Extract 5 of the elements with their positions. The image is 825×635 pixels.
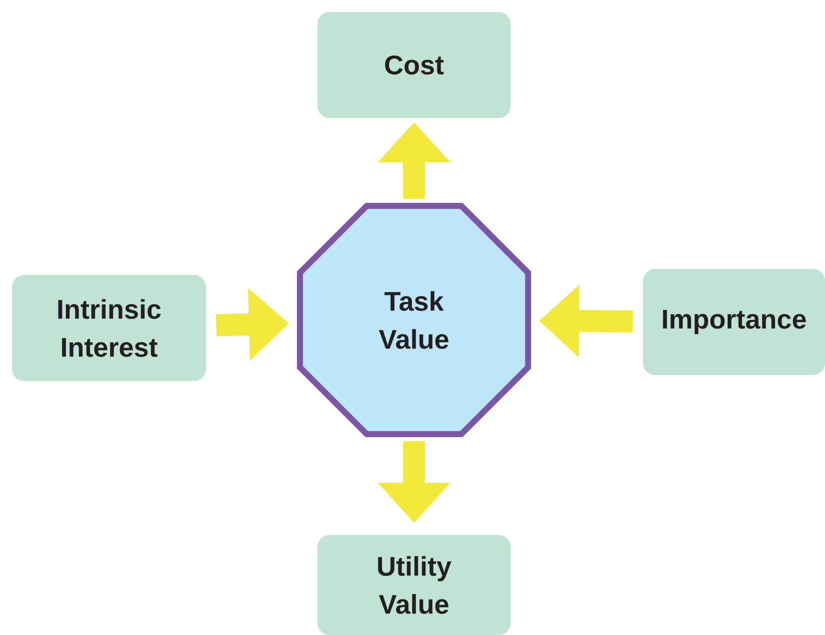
- process-box: Utility Value: [318, 535, 510, 635]
- process-box: Intrinsic Interest: [12, 275, 206, 381]
- process-box: Importance: [643, 269, 825, 375]
- process-box: Cost: [318, 12, 510, 118]
- octagon-node: Task Value: [296, 202, 532, 438]
